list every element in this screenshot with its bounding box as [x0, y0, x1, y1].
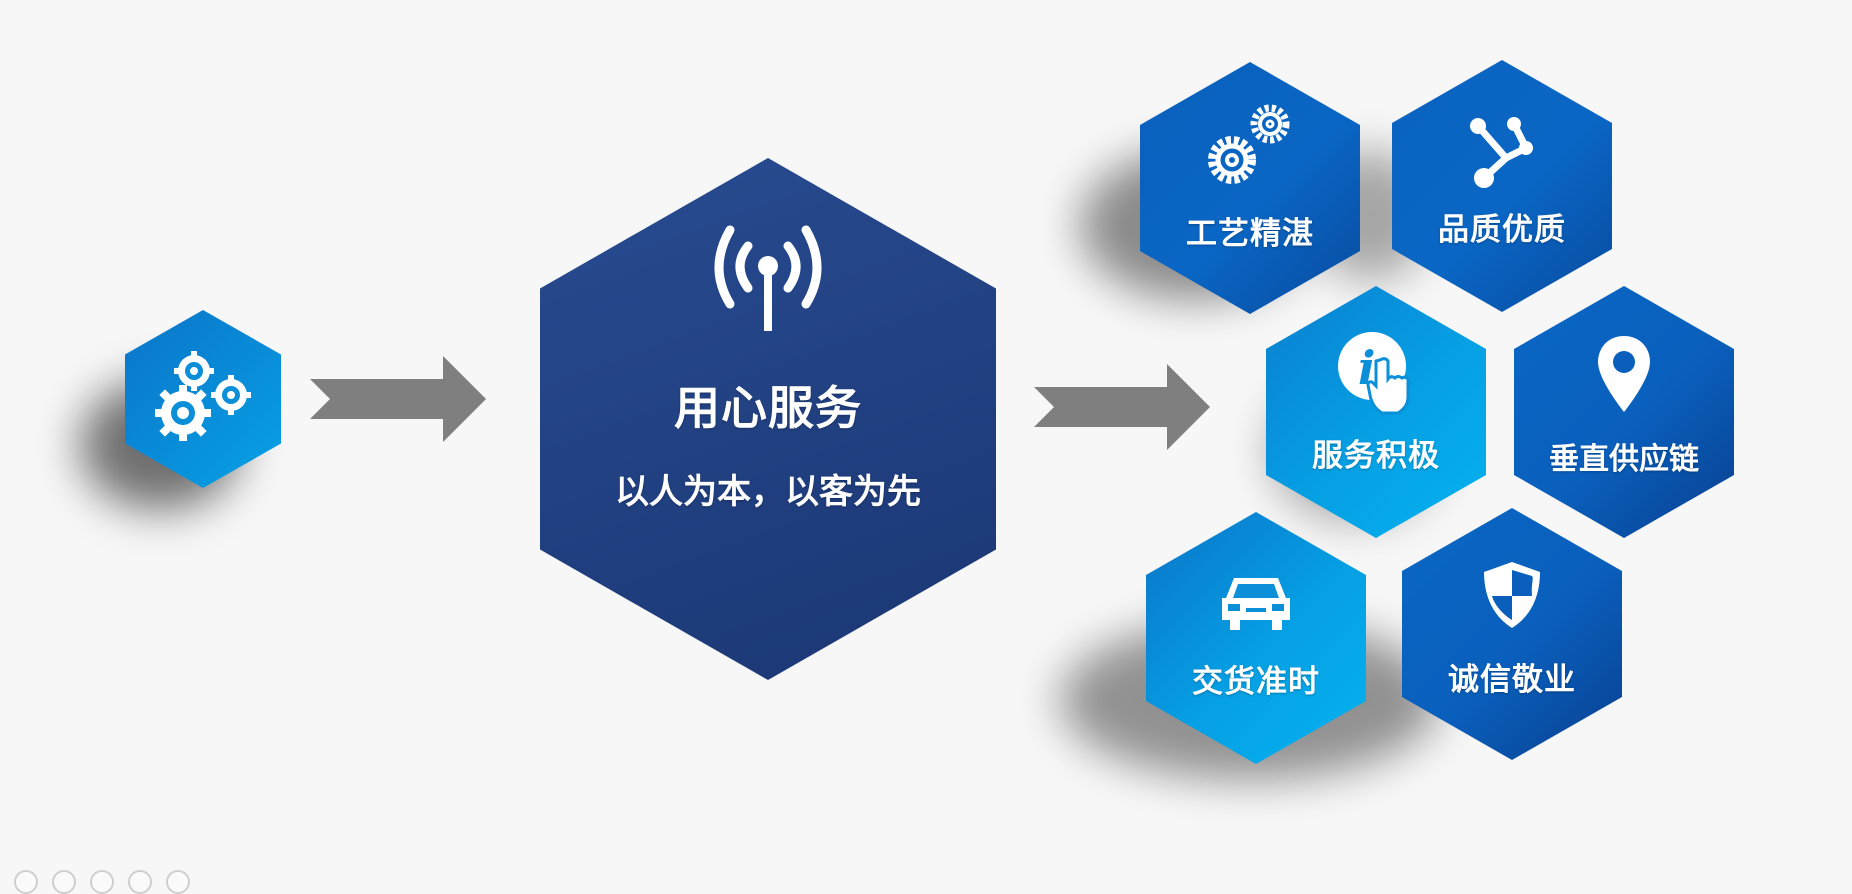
gears-icon — [1208, 104, 1290, 184]
source-hexagon — [125, 310, 281, 488]
feature-label: 诚信敬业 — [1448, 662, 1576, 698]
signal-tower-icon — [714, 225, 822, 331]
pager-dot[interactable] — [128, 870, 152, 894]
feature-label: 服务积极 — [1312, 438, 1440, 474]
feature-hexagon-supply-chain: 垂直供应链 — [1514, 286, 1734, 538]
pager-dot[interactable] — [166, 870, 190, 894]
location-pin-icon — [1598, 336, 1650, 412]
pager-dot[interactable] — [14, 870, 38, 894]
pager-dot[interactable] — [90, 870, 114, 894]
flow-arrow — [1034, 364, 1210, 450]
feature-hexagon-integrity: 诚信敬业 — [1402, 508, 1622, 760]
shield-icon — [1484, 562, 1540, 628]
share-nodes-icon — [1470, 117, 1533, 188]
center-subtitle: 以人为本，以客为先 — [615, 472, 921, 512]
feature-label: 品质优质 — [1438, 212, 1566, 248]
car-icon — [1222, 578, 1290, 630]
flow-arrow — [310, 356, 486, 442]
feature-hexagon-quality: 品质优质 — [1392, 60, 1612, 312]
center-hexagon: 用心服务 以人为本，以客为先 — [540, 158, 996, 680]
info-touch-icon: i — [1338, 332, 1410, 415]
pager-dot[interactable] — [52, 870, 76, 894]
gears-icon — [155, 351, 251, 441]
feature-label: 工艺精湛 — [1186, 216, 1314, 252]
feature-label: 交货准时 — [1192, 664, 1320, 700]
center-title: 用心服务 — [674, 381, 862, 435]
feature-label: 垂直供应链 — [1549, 442, 1699, 477]
